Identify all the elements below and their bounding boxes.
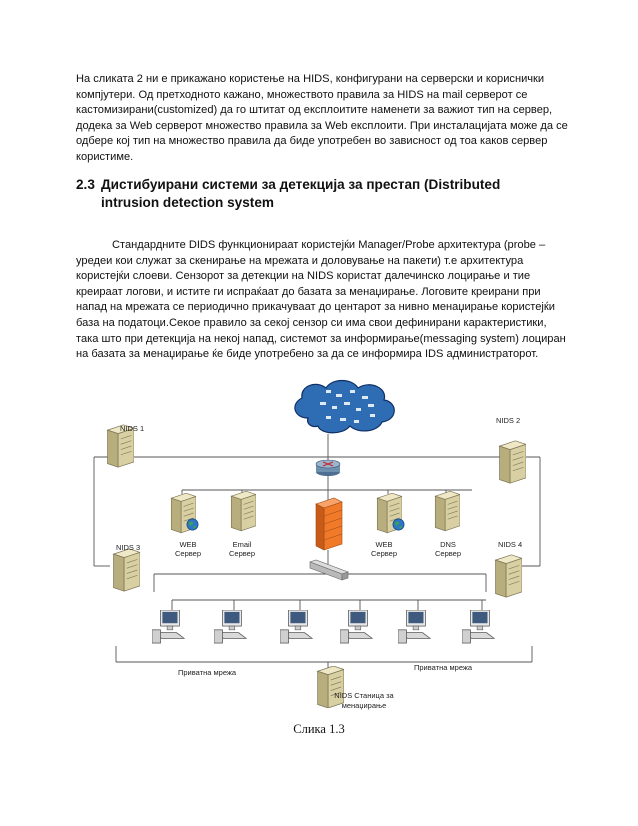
web-server-label-2: Сервер — [175, 549, 201, 558]
workstation-icon — [152, 610, 185, 644]
nids3-server-icon — [113, 548, 140, 592]
private-network-right-label: Приватна мрежа — [414, 663, 473, 672]
email-server-label-2: Сервер — [229, 549, 255, 558]
dns-server-label-1: DNS — [440, 540, 456, 549]
nids4-label: NIDS 4 — [498, 540, 522, 549]
web-globe-2-icon — [392, 518, 405, 531]
management-station-label-2: менаџирање — [342, 701, 387, 710]
workstation-icon — [340, 610, 373, 644]
nids2-server-icon — [499, 440, 526, 484]
nids-management-station-icon — [317, 666, 344, 708]
network-diagram: NIDS 1 NIDS 2 NIDS 3 NIDS 4 WEB Сервер E… — [93, 379, 541, 710]
nids2-label: NIDS 2 — [496, 416, 520, 425]
dns-server-icon — [434, 490, 460, 532]
internet-cloud-icon — [294, 379, 395, 434]
figure-caption: Слика 1.3 — [293, 722, 345, 736]
workstation-icon — [214, 610, 247, 644]
email-server-icon — [230, 490, 256, 532]
nids4-server-icon — [495, 554, 522, 598]
workstation-icon — [280, 610, 313, 644]
management-station-label-1: NIDS Станица за — [334, 691, 394, 700]
web-server-2-label-2: Сервер — [371, 549, 397, 558]
router-icon — [315, 459, 341, 476]
intro-paragraph: На сликата 2 ни е прикажано користење на… — [76, 73, 568, 163]
web-globe-icon — [186, 518, 199, 531]
dns-server-label-2: Сервер — [435, 549, 461, 558]
email-server-label-1: Email — [233, 540, 252, 549]
section-heading: 2.3 Дистибуирани системи за детекција за… — [76, 176, 546, 212]
section-title: Дистибуирани системи за детекција за пре… — [101, 177, 501, 210]
web-server-label-1: WEB — [179, 540, 196, 549]
web-server-2-label-1: WEB — [375, 540, 392, 549]
workstation-icon — [398, 610, 431, 644]
private-network-left-label: Приватна мрежа — [178, 668, 237, 677]
dids-paragraph: Стандардните DIDS функционираат користеј… — [76, 239, 566, 361]
firewall-icon — [315, 497, 343, 551]
switch-icon — [309, 559, 349, 581]
workstation-icon — [462, 610, 495, 644]
nids1-label: NIDS 1 — [120, 424, 144, 433]
section-number: 2.3 — [76, 177, 95, 192]
nids3-label: NIDS 3 — [116, 543, 140, 552]
